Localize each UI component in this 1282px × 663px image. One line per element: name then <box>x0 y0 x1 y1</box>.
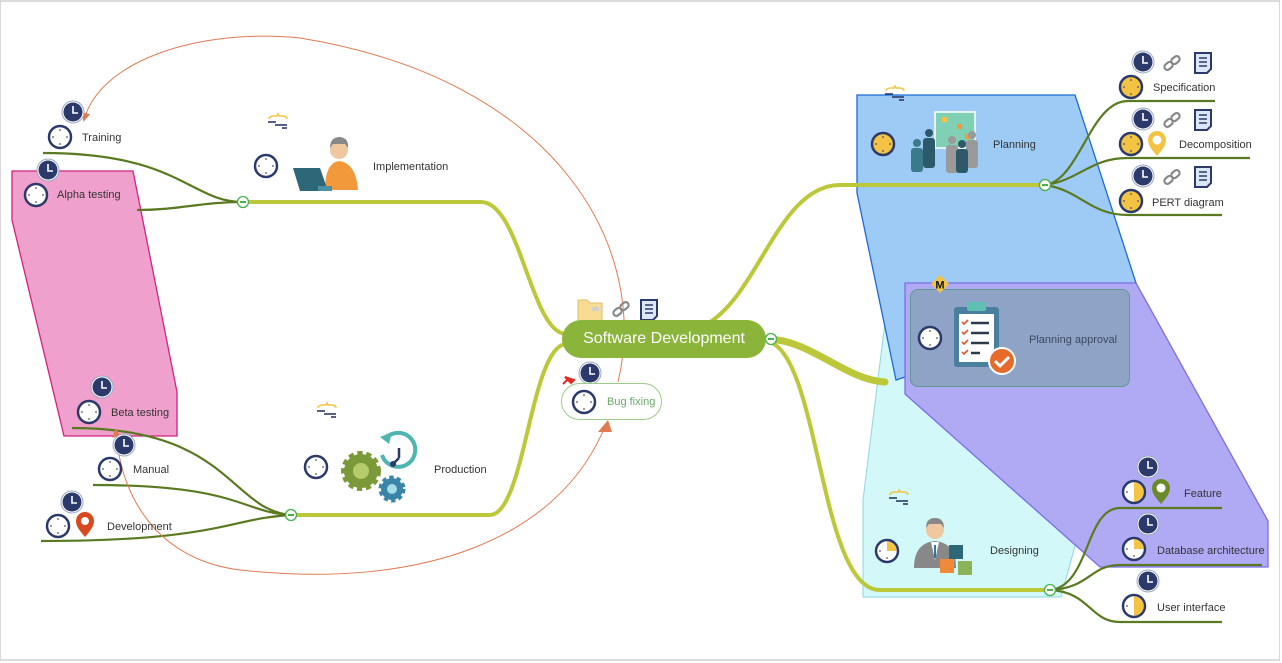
branch-alpha-testing <box>136 200 244 212</box>
clock-icon <box>61 100 85 124</box>
clock-icon <box>90 375 114 399</box>
topic-database-architecture[interactable]: Database architecture <box>1157 545 1265 557</box>
topic-planning-approval[interactable] <box>910 289 1130 387</box>
central-topic-label: Software Development <box>583 330 745 347</box>
folder-icon <box>577 299 603 322</box>
link-icon <box>611 299 631 319</box>
clock-icon <box>578 361 602 385</box>
task-clock-icon <box>253 153 279 179</box>
note-icon <box>1194 166 1212 188</box>
link-icon <box>1162 53 1182 73</box>
task-clock-icon <box>45 513 71 539</box>
topic-manual[interactable]: Manual <box>133 464 170 476</box>
branch-beta-testing <box>71 426 292 517</box>
topic-beta-testing[interactable]: Beta testing <box>111 407 170 419</box>
topic-production[interactable]: Production <box>434 464 487 476</box>
relationship-bugfixing-training <box>81 35 625 383</box>
topic-feature[interactable]: Feature <box>1184 488 1222 500</box>
topic-pert-diagram[interactable]: PERT diagram <box>1152 197 1224 209</box>
branch-planning <box>708 183 1047 324</box>
note-icon <box>640 299 658 321</box>
branch-decomposition <box>1044 156 1250 187</box>
task-clock-icon <box>23 182 49 208</box>
boundary-alpha-beta[interactable] <box>11 170 178 437</box>
arrowhead-bugfixing <box>598 420 612 432</box>
collapse-production-button[interactable] <box>284 508 298 522</box>
clock-icon <box>36 158 60 182</box>
task-clock-icon <box>97 456 123 482</box>
collapse-central-button[interactable] <box>764 332 778 346</box>
task-clock-quarter-icon <box>874 538 900 564</box>
task-clock-full-icon <box>1118 131 1144 157</box>
collapse-designing-button[interactable] <box>1043 583 1057 597</box>
topic-training[interactable]: Training <box>82 132 122 144</box>
branch-development <box>40 513 292 543</box>
relationship-bugfixing-betatesting <box>111 423 607 575</box>
branch-pert-diagram <box>1044 183 1222 217</box>
branch-implementation <box>241 199 567 336</box>
designer-blocks-icon <box>914 518 972 575</box>
topic-designing[interactable]: Designing <box>990 545 1039 557</box>
topic-specification[interactable]: Specification <box>1153 82 1216 94</box>
clock-icon <box>1136 569 1160 593</box>
task-clock-half-icon <box>1121 593 1147 619</box>
summary-icon <box>267 113 288 129</box>
collapse-planning-button[interactable] <box>1038 178 1052 192</box>
note-icon <box>1194 109 1212 131</box>
gears-icon <box>341 430 418 503</box>
branch-specification <box>1044 99 1215 187</box>
collapse-implementation-button[interactable] <box>236 195 250 209</box>
label-bug-fixing: Bug fixing <box>607 396 656 408</box>
task-clock-half-icon <box>1121 479 1147 505</box>
central-topic[interactable]: Software Development <box>562 320 766 358</box>
clock-icon <box>1136 455 1160 479</box>
label-planning-approval: Planning approval <box>1029 334 1118 346</box>
topic-planning[interactable]: Planning <box>993 139 1036 151</box>
task-clock-icon <box>47 124 73 150</box>
branch-feature <box>1049 506 1222 592</box>
task-clock-icon <box>303 454 329 480</box>
topic-implementation[interactable]: Implementation <box>373 161 449 173</box>
task-clock-full-icon <box>870 131 896 157</box>
pin-icon <box>562 376 576 385</box>
topic-user-interface[interactable]: User interface <box>1157 602 1226 614</box>
branch-production <box>289 342 567 517</box>
summary-icon <box>316 402 337 418</box>
location-marker-icon <box>1148 131 1166 156</box>
link-icon <box>1162 110 1182 130</box>
clock-icon <box>1131 50 1155 74</box>
branch-planning-approval <box>762 335 889 386</box>
branch-designing <box>768 340 1052 592</box>
branch-database-architecture <box>1049 563 1262 592</box>
topic-alpha-testing[interactable]: Alpha testing <box>57 189 121 201</box>
branch-user-interface <box>1049 588 1222 624</box>
branch-training <box>42 151 244 204</box>
clock-icon <box>1136 512 1160 536</box>
clock-icon <box>1131 164 1155 188</box>
task-clock-quarter-icon <box>1121 536 1147 562</box>
location-marker-icon <box>1152 479 1170 504</box>
developer-laptop-icon <box>293 137 358 191</box>
link-icon <box>1162 167 1182 187</box>
topic-decomposition[interactable]: Decomposition <box>1179 139 1252 151</box>
location-marker-icon <box>76 512 94 537</box>
task-clock-icon <box>76 399 102 425</box>
note-icon <box>1194 52 1212 74</box>
task-clock-full-icon <box>1118 74 1144 100</box>
clock-icon <box>60 490 84 514</box>
branch-manual <box>92 483 292 517</box>
topic-development[interactable]: Development <box>107 521 172 533</box>
clock-icon <box>112 433 136 457</box>
clock-icon <box>1131 107 1155 131</box>
task-clock-full-icon <box>1118 188 1144 214</box>
team-board-icon <box>911 111 978 173</box>
